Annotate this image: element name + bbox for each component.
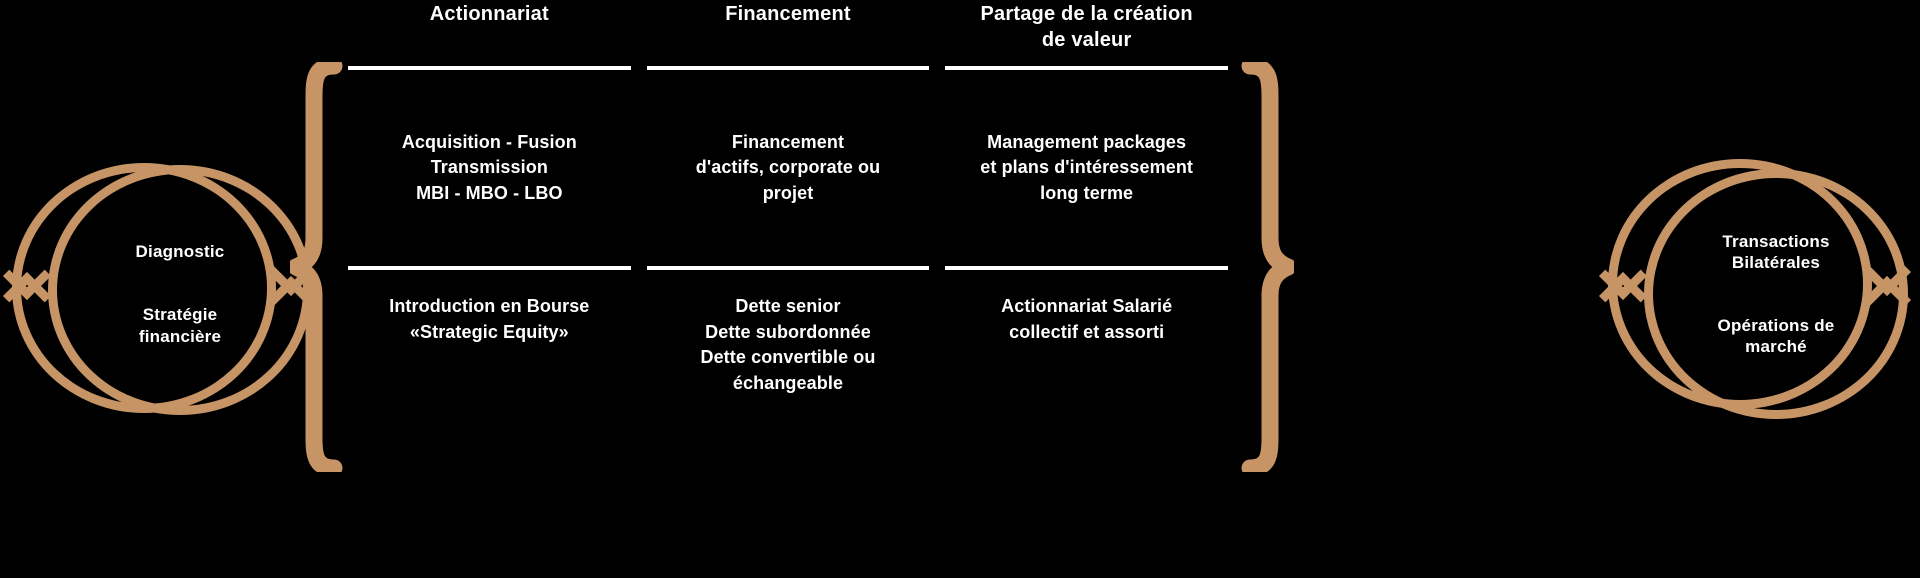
column-header-financement: Financement: [647, 0, 930, 66]
left-brace-icon: [290, 62, 344, 472]
right-brace-icon: [1240, 62, 1294, 472]
cell-actionnariat-bottom: Introduction en Bourse«Strategic Equity»: [348, 270, 631, 490]
column-mid-divider: [945, 266, 1228, 270]
right-emblem-inner-ring: [1644, 169, 1908, 419]
cell-text: Introduction en Bourse«Strategic Equity»: [389, 296, 590, 342]
column-header-label: Financement: [725, 3, 851, 25]
column-header-divider: [646, 66, 930, 70]
column-header-divider: [945, 66, 1228, 70]
column-mid-divider: [646, 266, 930, 270]
left-emblem-line-1: Diagnostic: [135, 242, 225, 262]
column-header-divider: [348, 66, 631, 70]
column-header-label: Actionnariat: [429, 3, 549, 25]
column-mid-divider: [348, 266, 631, 270]
column-header-actionnariat: Actionnariat: [348, 0, 631, 66]
